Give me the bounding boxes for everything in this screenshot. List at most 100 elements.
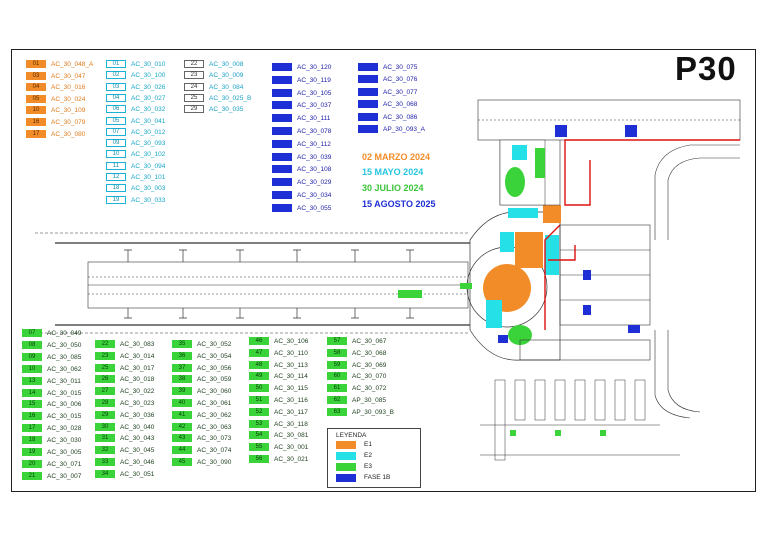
equipment-label: AC_30_112: [272, 139, 331, 149]
equipment-code: AC_30_006: [47, 401, 82, 409]
equipment-label: 52 AC_30_117: [249, 407, 308, 417]
legend-swatch: [336, 474, 356, 482]
equipment-number: 31: [95, 434, 115, 443]
equipment-code: AC_30_026: [131, 83, 166, 91]
equipment-number: 22: [184, 60, 204, 68]
equipment-code: AC_30_012: [131, 128, 166, 136]
equipment-code: AC_30_068: [383, 101, 418, 109]
equipment-code: AC_30_039: [297, 153, 332, 161]
drawing-sheet: [11, 49, 756, 492]
equipment-number: 24: [184, 82, 204, 91]
equipment-label: AC_30_078: [272, 127, 331, 136]
equipment-code: AC_30_101: [131, 174, 166, 181]
equipment-code: AC_30_052: [197, 341, 232, 348]
equipment-code: AC_30_030: [47, 437, 82, 445]
equipment-number: 55: [249, 443, 269, 452]
equipment-code: AC_30_037: [297, 102, 332, 110]
equipment-number: [272, 127, 292, 135]
equipment-code: AC_30_079: [51, 119, 86, 126]
equipment-number: 52: [249, 407, 269, 416]
equipment-label: 31 AC_30_043: [95, 434, 154, 443]
equipment-code: AC_30_032: [131, 106, 166, 114]
equipment-number: 58: [327, 348, 347, 357]
equipment-code: AC_30_010: [131, 61, 166, 68]
equipment-code: AC_30_117: [274, 408, 308, 416]
equipment-label: AC_30_076: [358, 75, 417, 84]
equipment-code: AP_30_093_A: [383, 126, 425, 133]
equipment-code: AC_30_005: [47, 449, 82, 456]
equipment-number: 03: [26, 71, 46, 80]
equipment-number: 04: [106, 93, 126, 102]
equipment-number: [358, 75, 378, 84]
equipment-label: AC_30_077: [358, 87, 417, 97]
equipment-code: AC_30_113: [274, 361, 308, 369]
equipment-code: AC_30_016: [51, 84, 86, 92]
equipment-label: AC_30_029: [272, 178, 331, 187]
equipment-code: AC_30_067: [352, 338, 387, 345]
equipment-code: AC_30_043: [120, 435, 155, 443]
equipment-code: AC_30_083: [120, 341, 155, 348]
equipment-number: 25: [95, 363, 115, 372]
equipment-number: 34: [95, 469, 115, 478]
legend-title: LEYENDA: [336, 432, 367, 439]
equipment-label: AC_30_108: [272, 165, 331, 174]
equipment-label: AC_30_086: [358, 112, 417, 122]
equipment-label: AC_30_075: [358, 63, 417, 72]
equipment-code: AC_30_046: [120, 459, 155, 466]
equipment-number: 40: [172, 399, 192, 407]
equipment-number: 04: [26, 83, 46, 92]
equipment-code: AC_30_102: [131, 151, 166, 159]
equipment-number: 63: [327, 407, 347, 416]
equipment-number: 14: [22, 388, 42, 397]
equipment-number: [358, 87, 378, 96]
equipment-code: AC_30_106: [274, 338, 309, 345]
phase-date: 15 AGOSTO 2025: [362, 199, 436, 209]
equipment-code: AC_30_023: [120, 400, 155, 407]
equipment-number: 13: [22, 376, 42, 385]
legend-label: E2: [364, 452, 372, 459]
equipment-code: AC_30_036: [120, 411, 155, 419]
equipment-code: AC_30_072: [352, 385, 387, 393]
equipment-number: 19: [106, 195, 126, 204]
equipment-code: AC_30_119: [297, 76, 331, 84]
equipment-code: AC_30_054: [197, 352, 232, 360]
equipment-label: AC_30_037: [272, 101, 331, 110]
equipment-number: 28: [95, 399, 115, 407]
equipment-code: AC_30_076: [383, 76, 418, 84]
equipment-code: AC_30_094: [131, 162, 166, 170]
equipment-code: AC_30_069: [352, 361, 387, 369]
equipment-code: AC_30_068: [352, 349, 387, 357]
legend-swatch: [336, 463, 356, 471]
equipment-code: AC_30_081: [274, 432, 309, 440]
equipment-number: [358, 112, 378, 121]
equipment-number: [358, 63, 378, 71]
equipment-code: AC_30_003: [131, 185, 166, 193]
equipment-number: 33: [95, 458, 115, 466]
equipment-code: AC_30_045: [120, 447, 155, 455]
equipment-number: 36: [172, 351, 192, 360]
